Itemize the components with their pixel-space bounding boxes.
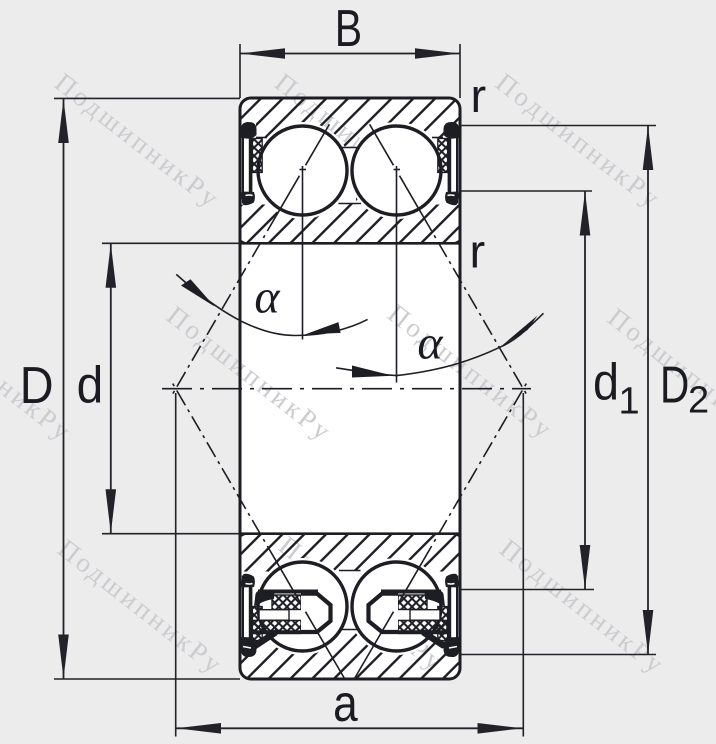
svg-text:r: r [470,225,486,278]
svg-text:α: α [254,271,280,324]
svg-text:r: r [471,69,487,122]
svg-text:D: D [660,356,689,414]
svg-text:d: d [77,356,104,414]
svg-text:D: D [20,357,54,415]
svg-text:2: 2 [688,380,709,422]
svg-text:d: d [593,353,619,411]
svg-text:B: B [335,0,362,57]
svg-text:α: α [417,317,443,370]
svg-text:a: a [333,675,358,733]
svg-text:1: 1 [619,381,640,423]
